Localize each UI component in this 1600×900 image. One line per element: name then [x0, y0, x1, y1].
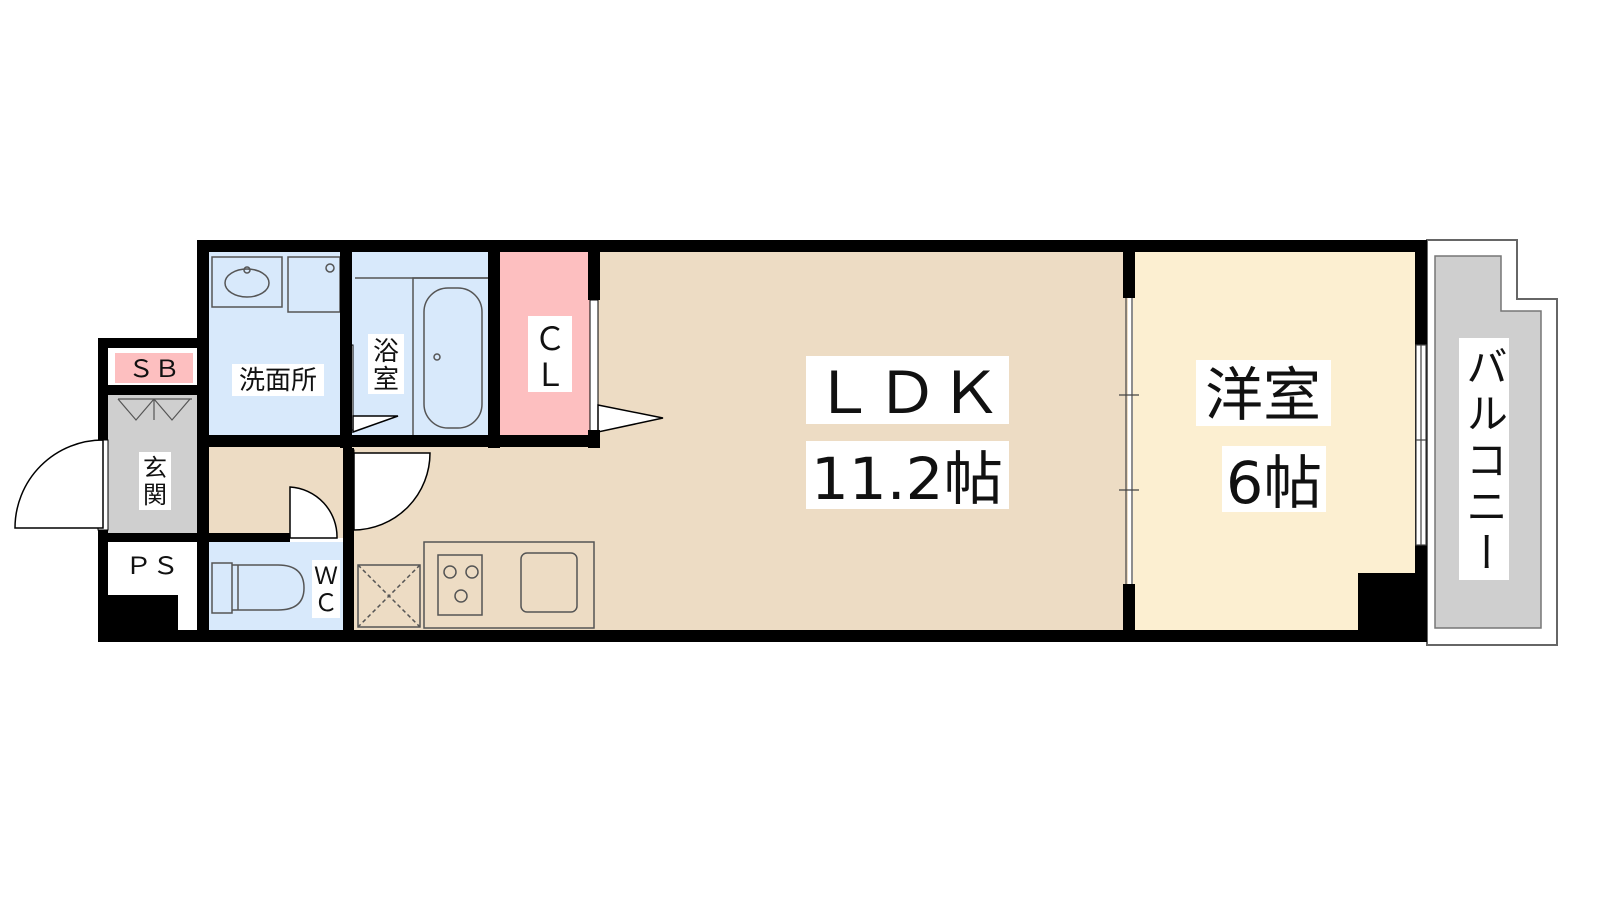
- western-room-name: 洋室: [1205, 361, 1321, 429]
- entrance-label: 玄 関: [139, 452, 171, 510]
- toilet-char-1: Ｗ: [314, 562, 338, 590]
- ldk-size: 11.2帖: [811, 445, 1003, 513]
- entrance-door: [14, 439, 109, 531]
- closet-char-2: Ｌ: [534, 356, 566, 394]
- washroom-label: 洗面所: [232, 364, 324, 396]
- balcony-window: [1415, 344, 1427, 546]
- sink-icon: [211, 256, 283, 308]
- toilet-icon: [211, 562, 305, 614]
- closet-char-1: Ｃ: [534, 320, 566, 358]
- bath-char-2: 室: [373, 365, 399, 395]
- bath-label: 浴 室: [368, 334, 404, 395]
- washroom-floor: [205, 250, 345, 438]
- balcony-name: バルコニー: [1460, 345, 1509, 573]
- shoebox-name: ＳＢ: [128, 355, 180, 383]
- toilet-door: [289, 486, 338, 539]
- pipe-space-label: ＰＳ: [125, 552, 179, 580]
- western-room-floor: [1133, 250, 1420, 633]
- bath-char-1: 浴: [373, 337, 399, 367]
- western-room-label: 洋室 6帖: [1196, 360, 1331, 517]
- ldk-label: ＬＤＫ 11.2帖: [806, 356, 1009, 513]
- washroom-name: 洗面所: [239, 366, 317, 396]
- western-room-size: 6帖: [1226, 449, 1322, 517]
- refrigerator-space-icon: [357, 564, 421, 628]
- kitchen-floor: [350, 538, 600, 633]
- toilet-label: Ｗ Ｃ: [312, 560, 340, 618]
- shoe-cabinet-door-icon: [117, 398, 192, 421]
- entrance-char-1: 玄: [143, 454, 167, 482]
- closet-label: Ｃ Ｌ: [528, 316, 572, 394]
- ldk-sliding-partition: [1119, 298, 1139, 584]
- shoebox-label: ＳＢ: [115, 353, 193, 383]
- toilet-char-2: Ｃ: [314, 589, 338, 617]
- kitchen-counter: [423, 541, 595, 629]
- pipe-space-name: ＰＳ: [125, 552, 179, 580]
- balcony-label: バルコニー: [1459, 338, 1509, 580]
- entrance-char-2: 関: [143, 481, 167, 509]
- ldk-name: ＬＤＫ: [812, 359, 1002, 427]
